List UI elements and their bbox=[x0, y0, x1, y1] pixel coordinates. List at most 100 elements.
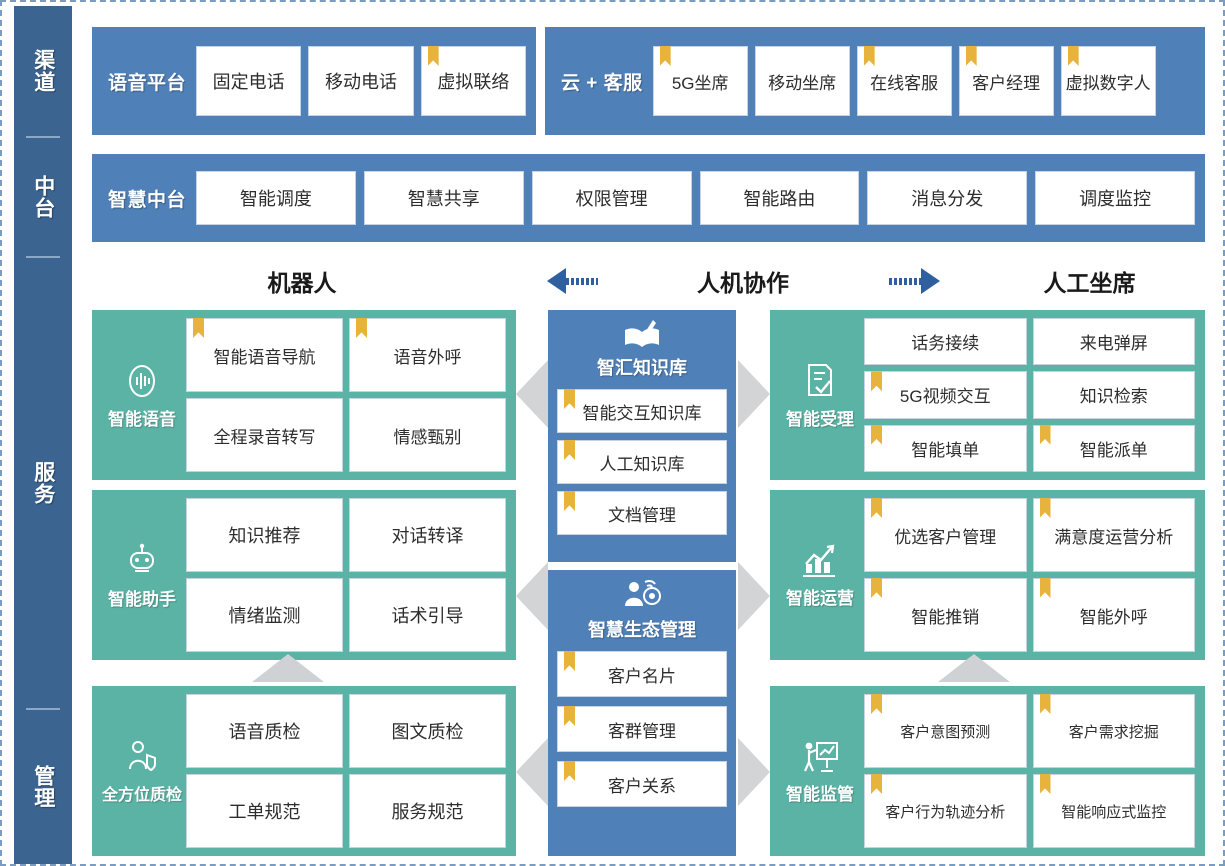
panel-smart-knowledge-base: 智汇知识库 智能交互知识库 人工知识库 文档管理 bbox=[548, 310, 736, 562]
open-book-pen-icon bbox=[620, 318, 664, 352]
panel-head-ecosystem: 智慧生态管理 bbox=[557, 578, 727, 642]
connector-right-arrow-1-icon bbox=[738, 360, 770, 428]
panel-label-reception: 智能受理 bbox=[786, 409, 854, 429]
tile-smart-sharing[interactable]: 智慧共享 bbox=[363, 171, 524, 225]
robot-icon bbox=[122, 541, 162, 581]
sidebar-label-service: 服务 bbox=[31, 461, 55, 505]
person-network-icon bbox=[619, 578, 665, 614]
panel-intelligent-supervision: 智能监管 客户意图预测 客户需求挖掘 客户行为轨迹分析 智能响应式监控 bbox=[770, 686, 1205, 856]
panel-label-quality-inspection: 全方位质检 bbox=[101, 787, 182, 804]
tile-smart-marketing[interactable]: 智能推销 bbox=[864, 578, 1027, 652]
panel-label-intelligent-assistant: 智能助手 bbox=[108, 589, 176, 609]
panel-grid-quality-inspection: 语音质检 图文质检 工单规范 服务规范 bbox=[186, 694, 506, 848]
panel-grid-intelligent-voice: 智能语音导航 语音外呼 全程录音转写 情感甄别 bbox=[186, 318, 506, 472]
arrow-left-icon bbox=[546, 268, 598, 294]
panel-label-operations: 智能运营 bbox=[786, 588, 854, 608]
tile-customer-relationship[interactable]: 客户关系 bbox=[557, 761, 727, 807]
panel-head-knowledge-base: 智汇知识库 bbox=[557, 318, 727, 380]
sidebar-item-middle-platform[interactable]: 中台 bbox=[14, 138, 72, 256]
tile-work-order-standard[interactable]: 工单规范 bbox=[186, 774, 343, 848]
panel-intelligent-operations: 智能运营 优选客户管理 满意度运营分析 智能推销 智能外呼 bbox=[770, 490, 1205, 660]
tile-voice-quality-inspection[interactable]: 语音质检 bbox=[186, 694, 343, 768]
sidebar-divider-2 bbox=[26, 256, 60, 258]
arrow-right-group bbox=[854, 268, 974, 294]
tile-smart-dispatch[interactable]: 智能调度 bbox=[196, 171, 356, 225]
tile-smart-responsive-monitoring[interactable]: 智能响应式监控 bbox=[1032, 774, 1195, 848]
tile-smart-form-filling[interactable]: 智能填单 bbox=[864, 424, 1027, 472]
tile-smart-routing[interactable]: 智能路由 bbox=[699, 171, 860, 225]
panel-head-reception: 智能受理 bbox=[776, 361, 864, 430]
tile-smart-voice-navigation[interactable]: 智能语音导航 bbox=[186, 318, 343, 392]
panel-head-supervision: 智能监管 bbox=[776, 738, 864, 805]
sidebar-divider-1 bbox=[26, 136, 60, 138]
tile-document-management[interactable]: 文档管理 bbox=[557, 491, 727, 535]
connector-up-arrow-right-icon bbox=[938, 654, 1010, 682]
connector-up-arrow-left-icon bbox=[252, 654, 324, 682]
tile-satisfaction-operation-analysis[interactable]: 满意度运营分析 bbox=[1032, 498, 1195, 572]
tile-message-distribution[interactable]: 消息分发 bbox=[867, 171, 1028, 225]
tile-emotion-monitoring[interactable]: 情绪监测 bbox=[186, 578, 343, 652]
tile-customer-behavior-trajectory-analysis[interactable]: 客户行为轨迹分析 bbox=[864, 774, 1027, 848]
tile-virtual-digital-human[interactable]: 虚拟数字人 bbox=[1060, 46, 1156, 116]
tile-customer-card[interactable]: 客户名片 bbox=[557, 651, 727, 697]
tile-emotion-discrimination[interactable]: 情感甄别 bbox=[349, 398, 506, 472]
panel-head-intelligent-voice: 智能语音 bbox=[98, 361, 186, 430]
sidebar-divider-3 bbox=[26, 708, 60, 710]
connector-right-arrow-3-icon bbox=[738, 738, 770, 806]
panel-label-ecosystem: 智慧生态管理 bbox=[588, 620, 696, 640]
tile-script-guidance[interactable]: 话术引导 bbox=[349, 578, 506, 652]
panel-label-intelligent-voice: 智能语音 bbox=[108, 409, 176, 429]
layer-sidebar: 渠道 中台 服务 管理 bbox=[14, 6, 72, 864]
tile-account-manager[interactable]: 客户经理 bbox=[958, 46, 1054, 116]
connector-right-arrow-2-icon bbox=[738, 562, 770, 630]
tile-preferred-customer-management[interactable]: 优选客户管理 bbox=[864, 498, 1027, 572]
panel-grid-operations: 优选客户管理 满意度运营分析 智能推销 智能外呼 bbox=[864, 498, 1195, 652]
tile-dispatch-monitoring[interactable]: 调度监控 bbox=[1035, 171, 1195, 225]
tile-text-image-quality-inspection[interactable]: 图文质检 bbox=[349, 694, 506, 768]
tile-incoming-call-popup[interactable]: 来电弹屏 bbox=[1032, 318, 1195, 366]
tile-permission-management[interactable]: 权限管理 bbox=[531, 171, 692, 225]
middle-platform-label: 智慧中台 bbox=[108, 189, 187, 211]
cloud-service-band: 云 + 客服 5G坐席 移动坐席 在线客服 客户经理 虚拟数字人 bbox=[545, 27, 1205, 135]
tile-knowledge-retrieval[interactable]: 知识检索 bbox=[1032, 371, 1195, 419]
document-check-icon bbox=[802, 361, 838, 401]
sidebar-item-service[interactable]: 服务 bbox=[14, 258, 72, 708]
tile-customer-demand-mining[interactable]: 客户需求挖掘 bbox=[1032, 694, 1195, 768]
panel-intelligent-assistant: 智能助手 知识推荐 对话转译 情绪监测 话术引导 bbox=[92, 490, 516, 660]
tile-smart-order-dispatch[interactable]: 智能派单 bbox=[1032, 424, 1195, 472]
panel-label-supervision: 智能监管 bbox=[786, 784, 854, 804]
arrow-left-group bbox=[512, 268, 632, 294]
connector-left-arrow-3-icon bbox=[516, 738, 548, 806]
sidebar-item-channel[interactable]: 渠道 bbox=[14, 6, 72, 136]
sidebar-label-management: 管理 bbox=[31, 765, 55, 809]
panel-grid-supervision: 客户意图预测 客户需求挖掘 客户行为轨迹分析 智能响应式监控 bbox=[864, 694, 1195, 848]
panel-head-operations: 智能运营 bbox=[776, 542, 864, 609]
tile-service-standard[interactable]: 服务规范 bbox=[349, 774, 506, 848]
tile-customer-group-management[interactable]: 客群管理 bbox=[557, 706, 727, 752]
tile-voice-outbound[interactable]: 语音外呼 bbox=[349, 318, 506, 392]
collab-title-human-machine: 人机协作 bbox=[697, 270, 789, 296]
tile-mobile-seat[interactable]: 移动坐席 bbox=[754, 46, 850, 116]
tile-manual-knowledge-base[interactable]: 人工知识库 bbox=[557, 440, 727, 484]
cloud-service-label: 云 + 客服 bbox=[561, 72, 643, 94]
tile-5g-seat[interactable]: 5G坐席 bbox=[652, 46, 748, 116]
tile-smart-outbound-call[interactable]: 智能外呼 bbox=[1032, 578, 1195, 652]
arrow-right-icon bbox=[888, 268, 940, 294]
connector-left-arrow-2-icon bbox=[516, 562, 548, 630]
tile-dialogue-translation[interactable]: 对话转译 bbox=[349, 498, 506, 572]
panel-grid-reception: 话务接续 来电弹屏 5G视频交互 知识检索 智能填单 智能派单 bbox=[864, 318, 1195, 472]
collab-title-robot: 机器人 bbox=[267, 270, 337, 296]
tile-smart-interactive-knowledge-base[interactable]: 智能交互知识库 bbox=[557, 389, 727, 433]
sidebar-item-management[interactable]: 管理 bbox=[14, 710, 72, 864]
tile-customer-intent-prediction[interactable]: 客户意图预测 bbox=[864, 694, 1027, 768]
tile-call-handling[interactable]: 话务接续 bbox=[864, 318, 1027, 366]
sidebar-label-channel: 渠道 bbox=[31, 49, 55, 93]
panel-comprehensive-quality-inspection: 全方位质检 语音质检 图文质检 工单规范 服务规范 bbox=[92, 686, 516, 856]
tile-5g-video-interaction[interactable]: 5G视频交互 bbox=[864, 371, 1027, 419]
tile-virtual-contact[interactable]: 虚拟联络 bbox=[420, 46, 526, 116]
tile-mobile-phone[interactable]: 移动电话 bbox=[308, 46, 414, 116]
tile-fixed-phone[interactable]: 固定电话 bbox=[196, 46, 302, 116]
tile-knowledge-recommendation[interactable]: 知识推荐 bbox=[186, 498, 343, 572]
tile-full-recording-transcription[interactable]: 全程录音转写 bbox=[186, 398, 343, 472]
tile-online-service[interactable]: 在线客服 bbox=[856, 46, 952, 116]
